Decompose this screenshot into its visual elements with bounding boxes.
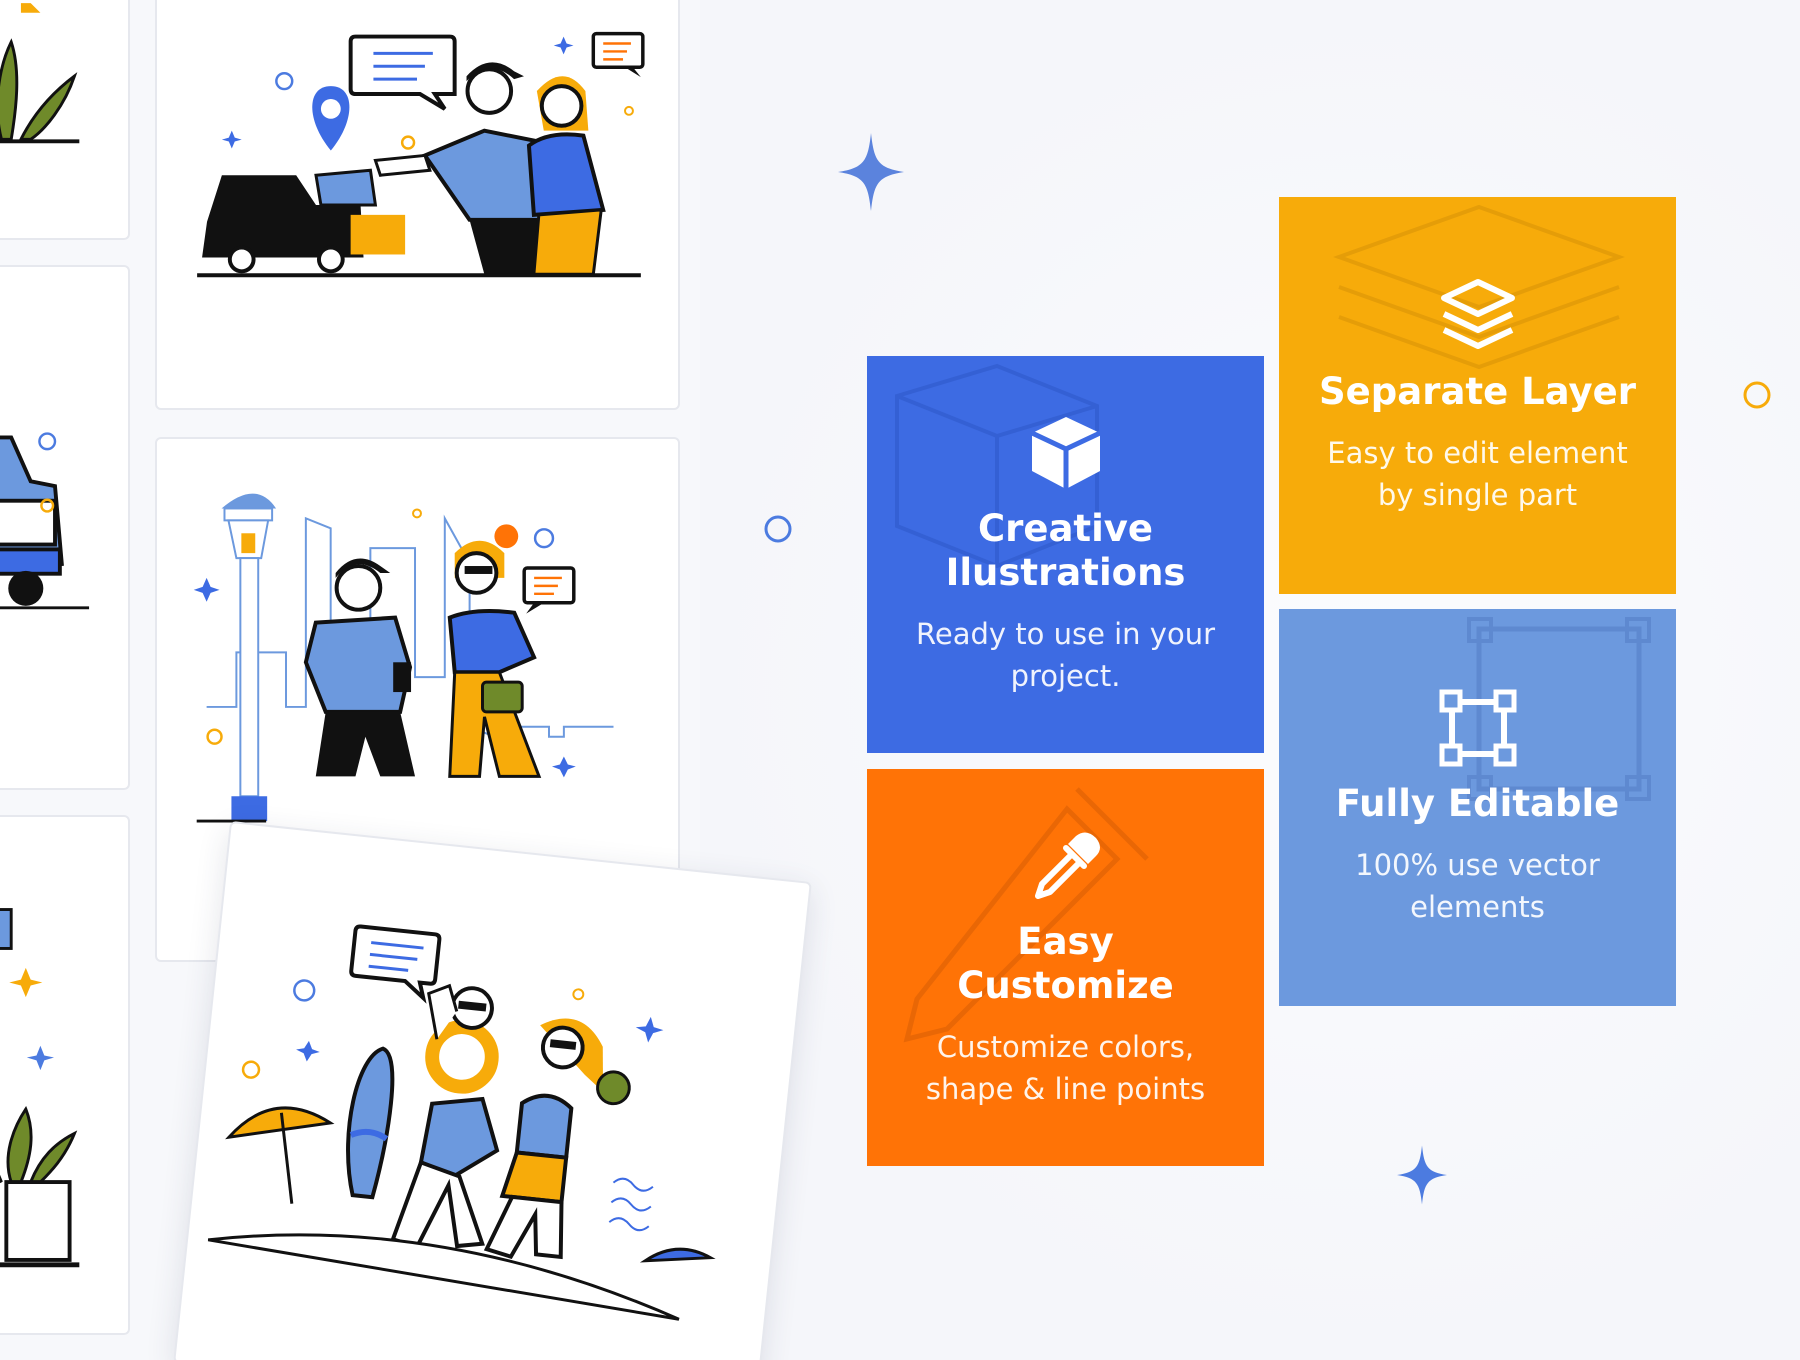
street-lamp-icon xyxy=(221,493,277,822)
sparkle-icon xyxy=(1397,1145,1447,1205)
umbrella-icon xyxy=(225,1106,335,1204)
surfboard-icon xyxy=(346,1046,395,1200)
car-icon xyxy=(202,168,406,274)
person-illustration xyxy=(526,76,606,276)
speech-bubble-icon xyxy=(522,566,576,614)
feature-title: Creative Ilustrations xyxy=(945,506,1186,594)
illustration-card-navigation xyxy=(155,0,680,410)
circle-decoration xyxy=(1743,381,1771,409)
illustration-card-beach xyxy=(173,820,812,1360)
person-illustration xyxy=(483,1018,631,1260)
plant-illustration xyxy=(0,3,80,144)
layers-watermark xyxy=(1333,204,1625,370)
map-pin-icon xyxy=(312,86,350,151)
person-illustration xyxy=(447,524,542,778)
cube-watermark xyxy=(895,363,1099,569)
feature-description: Customize colors, shape & line points xyxy=(925,1029,1206,1106)
person-illustration xyxy=(303,558,416,777)
eyedropper-watermark xyxy=(903,787,1149,1043)
feature-card-editable: Fully Editable 100% use vector elements xyxy=(1279,609,1676,1006)
feature-card-layer: Separate Layer Easy to edit element by s… xyxy=(1279,197,1676,594)
illustration-card-partial xyxy=(0,815,130,1335)
speech-bubble-icon xyxy=(348,34,457,111)
feature-title: Separate Layer xyxy=(1319,369,1636,413)
speech-bubble-icon xyxy=(349,924,442,1004)
navigation-illustration xyxy=(197,31,645,278)
feature-title: Fully Editable xyxy=(1335,781,1620,825)
feature-card-creative: Creative Ilustrations Ready to use in yo… xyxy=(867,356,1264,753)
feature-description: 100% use vector elements xyxy=(1355,847,1600,924)
feature-description: Easy to edit element by single part xyxy=(1327,435,1628,512)
feature-title: Easy Customize xyxy=(957,919,1174,1007)
layers-icon xyxy=(1440,278,1515,349)
sparkle-icon xyxy=(838,133,904,211)
feature-description: Ready to use in your project. xyxy=(916,616,1215,693)
cube-icon xyxy=(1030,416,1101,489)
tourists-illustration xyxy=(193,493,614,823)
illustration-card-partial xyxy=(0,265,130,790)
beach-illustration xyxy=(207,924,716,1321)
eyedropper-icon xyxy=(1034,831,1100,899)
feature-card-customize: Easy Customize Customize colors, shape &… xyxy=(867,769,1264,1166)
vector-frame-watermark xyxy=(1467,617,1651,801)
car-illustration xyxy=(0,432,90,610)
speech-bubble-icon xyxy=(591,31,645,78)
plant-illustration xyxy=(0,908,80,1268)
circle-decoration xyxy=(764,515,792,543)
illustration-card-partial xyxy=(0,0,130,240)
vector-frame-icon xyxy=(1439,689,1516,766)
person-illustration xyxy=(390,983,500,1250)
